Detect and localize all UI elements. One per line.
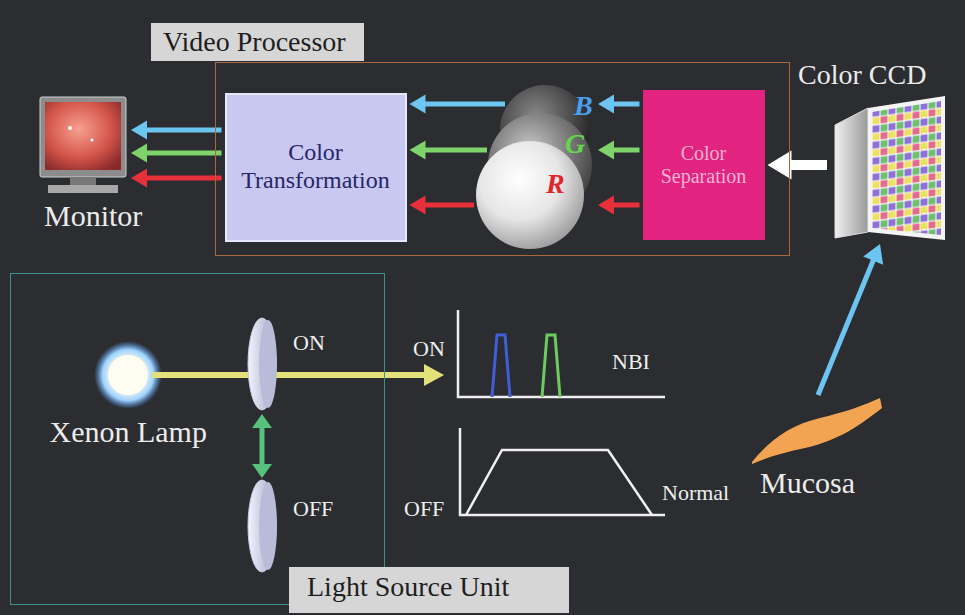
connector-line	[789, 160, 827, 170]
lens-face	[248, 318, 276, 410]
beam-line	[152, 372, 252, 378]
chip-face	[868, 96, 945, 240]
arrowhead	[410, 94, 426, 113]
mucosa-label: Mucosa	[760, 466, 855, 501]
signal-arrow	[818, 244, 883, 395]
mucosa-shape	[752, 398, 882, 464]
mucosa: Mucosa	[748, 398, 883, 502]
region-title: Light Source Unit	[289, 567, 569, 613]
light-beam	[152, 364, 444, 386]
ccd-sensor: Color CCD	[830, 95, 946, 241]
connector-line	[145, 151, 221, 156]
signal-arrow	[410, 94, 640, 113]
switch-arrowhead	[252, 414, 272, 428]
arrowhead	[863, 244, 883, 265]
normal-spectrum-graph	[460, 428, 665, 515]
monitor-base	[48, 185, 118, 193]
normal-filter-lens	[248, 480, 277, 572]
light-source-region: Light Source UnitXenon Lamp	[10, 273, 385, 605]
mode-label: NBI	[612, 349, 650, 374]
monitor-symbol	[40, 97, 126, 193]
nbi-spectrum-graph	[458, 310, 665, 397]
channel-letter: R	[546, 168, 565, 200]
region-title: Video Processor	[151, 23, 364, 61]
ccd-chip	[835, 96, 945, 240]
xenon-lamp-symbol	[94, 341, 162, 409]
signal-arrow	[131, 168, 222, 187]
lamp-bulb	[108, 355, 148, 395]
beam-line	[272, 372, 426, 378]
video-processor-region: Video ProcessorColor TransformationColor…	[215, 62, 790, 256]
connector-line	[818, 259, 874, 395]
process-box: Color Separation	[643, 90, 765, 240]
monitor: Monitor	[38, 95, 128, 195]
graph-state: ON	[413, 336, 445, 361]
lens-edge	[259, 320, 277, 408]
channel-spheres	[476, 85, 592, 249]
graph-axes	[458, 310, 665, 397]
arrowhead	[131, 143, 147, 162]
arrowhead	[598, 140, 614, 159]
nbi-filter-lens	[248, 318, 277, 410]
signal-arrow	[131, 143, 222, 162]
monitor-screen	[45, 102, 121, 170]
process-box: Color Transformation	[225, 93, 407, 242]
box-text: Color Transformation	[235, 139, 397, 194]
arrowhead	[598, 94, 614, 113]
arrowhead	[131, 120, 147, 139]
connector-line	[424, 203, 474, 208]
connector-line	[424, 102, 505, 107]
arrowhead	[410, 140, 426, 159]
graph-state: OFF	[404, 496, 444, 521]
channel-letter: G	[565, 128, 585, 160]
monitor-label: Monitor	[44, 199, 142, 234]
lens-face	[248, 480, 276, 572]
ccd-label: Color CCD	[798, 59, 926, 91]
connector-line	[612, 203, 639, 208]
broadband-curve	[466, 450, 652, 515]
screen-highlight	[68, 126, 72, 130]
color-filter-mosaic	[872, 101, 941, 235]
signal-arrow	[410, 140, 640, 159]
arrowhead	[131, 168, 147, 187]
connector-line	[612, 102, 639, 107]
lamp-glow	[94, 341, 162, 409]
box-text: Color Separation	[651, 142, 757, 188]
green-band	[542, 335, 560, 397]
signal-arrow	[768, 151, 828, 180]
switch-line	[260, 426, 265, 466]
connector-line	[424, 148, 487, 153]
connector-line	[145, 128, 221, 133]
screen-highlight	[91, 139, 94, 142]
signal-arrow	[410, 195, 640, 214]
signal-arrow	[131, 120, 222, 139]
blue-band	[492, 335, 510, 397]
xenon-lamp: Xenon Lamp	[103, 350, 153, 400]
lens-edge	[259, 482, 277, 570]
graph-axes	[460, 428, 665, 515]
arrowhead	[768, 151, 792, 180]
beam-arrowhead	[424, 364, 444, 386]
arrowhead	[410, 195, 426, 214]
chip-side	[835, 108, 868, 238]
monitor-frame	[40, 97, 126, 177]
mode-label: Normal	[662, 480, 729, 505]
filter-switch-arrow	[252, 414, 272, 478]
channel-letter: B	[574, 90, 593, 122]
connector-line	[612, 148, 639, 153]
lamp-label: Xenon Lamp	[50, 415, 207, 450]
switch-state: ON	[293, 330, 325, 355]
connector-line	[145, 176, 221, 181]
switch-arrowhead	[252, 464, 272, 478]
monitor-stand	[70, 177, 96, 185]
arrowhead	[598, 195, 614, 214]
switch-state: OFF	[293, 496, 333, 521]
